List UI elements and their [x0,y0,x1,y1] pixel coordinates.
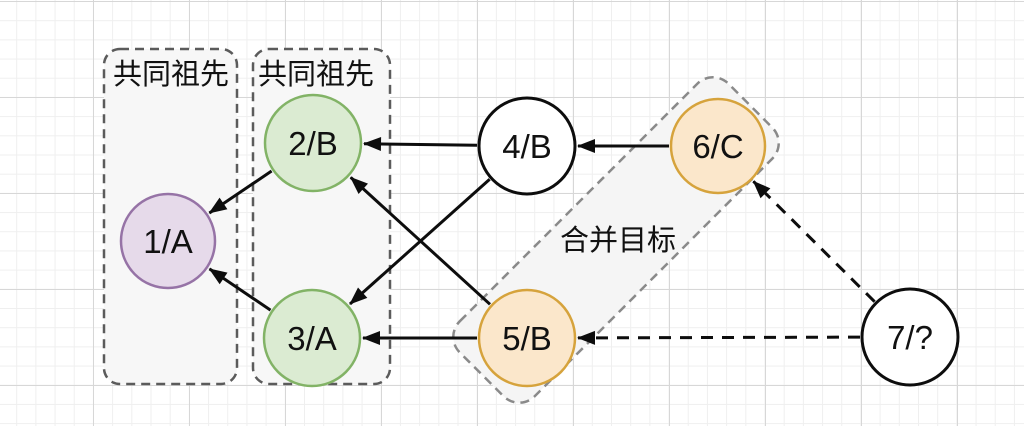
node-circle-5B [477,288,577,388]
group-label-merge-target: 合并目标 [560,224,676,257]
node-label-3A: 3/A [287,320,337,357]
node-circle-4B [477,96,577,196]
node-label-1A: 1/A [143,223,193,260]
node-circle-3A [262,288,362,388]
node-label-4B: 4/B [502,128,552,165]
group-label-ancestor-right: 共同祖先 [258,58,374,91]
edge-7Q-to-5B-dashed [577,330,861,345]
node-label-7Q: 7/? [887,319,933,356]
node-circle-2B [263,93,363,193]
node-circle-6C [669,97,767,195]
node-label-5B: 5/B [502,320,552,357]
node-circle-7Q [860,287,960,387]
edge-5B-to-2B [349,176,492,306]
node-label-2B: 2/B [288,125,338,162]
node-label-6C: 6/C [692,128,743,165]
group-label-ancestor-left: 共同祖先 [113,58,229,91]
edge-2B-to-1A [208,169,273,215]
edge-7Q-to-6C-dashed [752,180,876,303]
node-circle-1A [119,192,217,290]
edge-3A-to-1A [208,267,272,312]
edge-4B-to-2B [363,136,478,151]
